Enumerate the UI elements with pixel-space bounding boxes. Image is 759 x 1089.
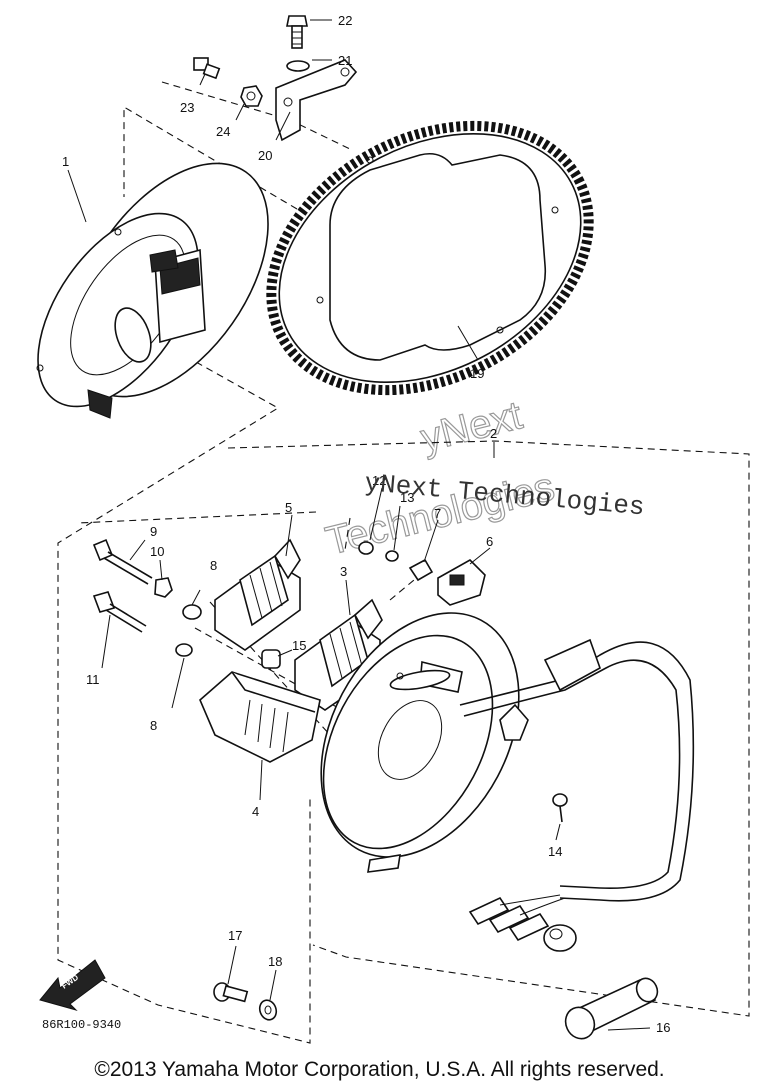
callout-18: 18 <box>268 954 282 969</box>
bolt-9 <box>92 538 153 585</box>
clip-7 <box>408 558 434 582</box>
stator-plate-2 <box>320 612 529 873</box>
callout-12: 12 <box>372 473 386 488</box>
callout-14: 14 <box>548 844 562 859</box>
callout-9: 9 <box>150 524 157 539</box>
washer-8a <box>182 604 202 620</box>
flywheel-rotor-1 <box>36 162 269 419</box>
part-code: 86R100-9340 <box>42 1018 121 1032</box>
callout-19: 19 <box>470 366 484 381</box>
callout-6: 6 <box>486 534 493 549</box>
callout-8a: 8 <box>210 558 217 573</box>
callout-8b: 8 <box>150 718 157 733</box>
leader-lines <box>67 19 651 1031</box>
callout-numbers: 22 21 23 24 20 1 19 2 9 10 8 11 8 5 3 15… <box>62 13 670 1035</box>
callout-3: 3 <box>340 564 347 579</box>
bolt-23 <box>193 57 221 80</box>
collar-15 <box>261 649 281 669</box>
screw-14 <box>552 793 568 823</box>
callout-4: 4 <box>252 804 259 819</box>
callout-23: 23 <box>180 100 194 115</box>
wire-harness <box>459 638 695 952</box>
forward-arrow-icon: FWD <box>39 959 106 1011</box>
bolt-22 <box>286 15 308 49</box>
washer-8b <box>175 643 193 657</box>
nut-10 <box>154 577 173 598</box>
bracket-20 <box>275 59 358 142</box>
washer-13 <box>385 550 399 562</box>
callout-1: 1 <box>62 154 69 169</box>
washer-21 <box>286 60 310 72</box>
callout-24: 24 <box>216 124 230 139</box>
callout-7: 7 <box>434 506 441 521</box>
terminal-6 <box>437 559 486 606</box>
callout-22: 22 <box>338 13 352 28</box>
bolt-11 <box>92 591 147 633</box>
callout-16: 16 <box>656 1020 670 1035</box>
screw-17 <box>213 982 249 1003</box>
callout-2: 2 <box>490 426 497 441</box>
coil-5 <box>214 538 301 651</box>
callout-17: 17 <box>228 928 242 943</box>
exploded-parts-diagram: yNext Technologies <box>36 13 750 1044</box>
coil-block-4 <box>199 671 321 763</box>
svg-text:yNext: yNext <box>417 393 527 460</box>
callout-21: 21 <box>338 53 352 68</box>
cap-16 <box>564 977 659 1040</box>
callout-13: 13 <box>400 490 414 505</box>
coil-3 <box>294 598 383 711</box>
copyright-notice: ©2013 Yamaha Motor Corporation, U.S.A. A… <box>94 1058 665 1081</box>
nut-24 <box>240 85 263 107</box>
callout-10: 10 <box>150 544 164 559</box>
washer-18 <box>258 999 278 1021</box>
screw-12 <box>358 541 374 555</box>
callout-15: 15 <box>292 638 306 653</box>
callout-5: 5 <box>285 500 292 515</box>
callout-11: 11 <box>86 672 100 687</box>
ring-gear-19 <box>266 120 594 396</box>
callout-20: 20 <box>258 148 272 163</box>
